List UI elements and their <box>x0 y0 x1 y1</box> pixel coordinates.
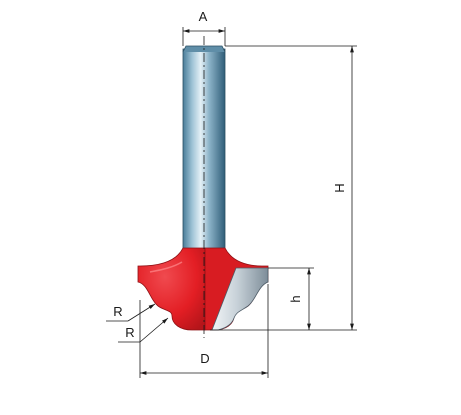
label-d: D <box>200 351 209 366</box>
label-r-upper: R <box>113 304 122 319</box>
label-a: A <box>199 9 208 24</box>
cutter-head <box>137 247 269 331</box>
label-r-lower: R <box>125 325 134 340</box>
radius-leader-upper-diag <box>127 303 156 322</box>
cutter-highlight <box>149 261 183 273</box>
dimension-h-cutting: h <box>268 267 314 330</box>
dimension-h-total: H <box>210 45 357 331</box>
carbide-blade <box>211 267 269 331</box>
radius-callouts: R R <box>106 303 169 343</box>
cutter-body <box>137 247 206 331</box>
label-h: h <box>288 295 303 302</box>
label-H: H <box>332 183 347 192</box>
radius-leader-lower-diag <box>139 317 169 343</box>
dimension-a: A <box>182 9 226 46</box>
